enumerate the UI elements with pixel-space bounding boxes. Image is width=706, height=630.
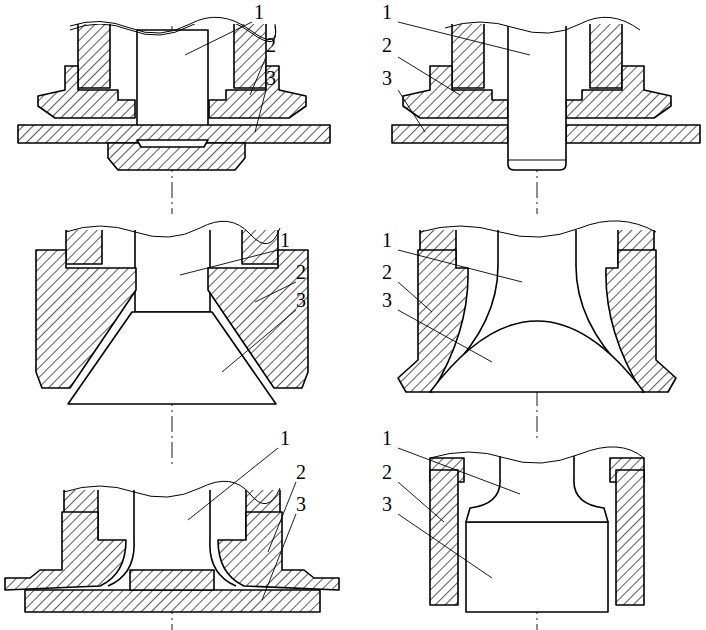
leader-line — [398, 514, 492, 578]
break-mask — [60, 468, 285, 490]
break-mask — [440, 0, 640, 24]
callout-number: 2 — [382, 35, 392, 55]
break-mask — [415, 214, 660, 230]
leader-line — [185, 22, 252, 55]
break-mask — [60, 214, 290, 230]
plate — [25, 590, 320, 612]
callout-number: 3 — [296, 290, 306, 310]
leader-line — [250, 57, 266, 95]
plate — [392, 125, 508, 143]
leader-line — [262, 514, 296, 600]
leader-line — [222, 310, 296, 372]
die-body — [5, 512, 126, 590]
leader-line — [398, 90, 425, 132]
break-mask — [60, 0, 290, 24]
leader-line — [255, 90, 266, 132]
callout-number: 2 — [296, 462, 306, 482]
leader-line — [398, 448, 520, 494]
break-line — [430, 447, 644, 463]
holder-block — [590, 22, 622, 88]
holder-block — [452, 22, 484, 88]
leader-line — [398, 310, 492, 362]
holder-flange — [566, 66, 671, 118]
holder-block — [78, 22, 110, 88]
break-line — [420, 221, 656, 237]
punch — [137, 30, 208, 140]
die-body — [218, 512, 339, 590]
die-sleeve — [616, 470, 644, 605]
holder-flange — [209, 66, 306, 118]
leader-line — [398, 282, 432, 312]
callout-number: 2 — [266, 35, 276, 55]
punch-tip — [137, 140, 208, 147]
break-line — [64, 481, 280, 503]
punch — [466, 452, 608, 522]
callout-number: 2 — [382, 462, 392, 482]
holder-block — [66, 228, 102, 264]
leader-line — [180, 250, 278, 275]
holder-flange — [38, 66, 135, 118]
break-line — [70, 17, 276, 39]
punch — [508, 26, 566, 170]
leader-line — [255, 282, 296, 302]
plate — [566, 125, 700, 143]
callout-number: 2 — [382, 262, 392, 282]
callout-number: 3 — [382, 68, 392, 88]
punch — [135, 226, 210, 312]
cup-part — [466, 522, 608, 612]
callout-number: 1 — [254, 2, 264, 22]
callout-number: 3 — [296, 494, 306, 514]
boss — [130, 570, 214, 590]
callout-number: 3 — [266, 68, 276, 88]
break-line — [445, 17, 640, 33]
leader-line — [268, 482, 296, 552]
punch-edge — [508, 160, 566, 161]
leader-line — [398, 250, 522, 282]
callout-number: 1 — [382, 230, 392, 250]
callout-number: 1 — [280, 428, 290, 448]
break-mask — [425, 440, 650, 456]
callout-number: 2 — [296, 262, 306, 282]
die-sleeve — [430, 470, 458, 605]
dome-part — [430, 321, 644, 392]
leader-line — [188, 448, 278, 520]
leader-line — [398, 22, 530, 55]
cone-part — [68, 312, 276, 404]
callout-number: 3 — [382, 494, 392, 514]
callout-number: 1 — [382, 2, 392, 22]
callout-number: 3 — [382, 290, 392, 310]
break-line — [66, 221, 280, 243]
callout-number: 1 — [280, 230, 290, 250]
leader-line — [398, 57, 460, 95]
leader-line — [398, 482, 444, 522]
holder-block — [242, 228, 278, 264]
callout-number: 1 — [382, 428, 392, 448]
